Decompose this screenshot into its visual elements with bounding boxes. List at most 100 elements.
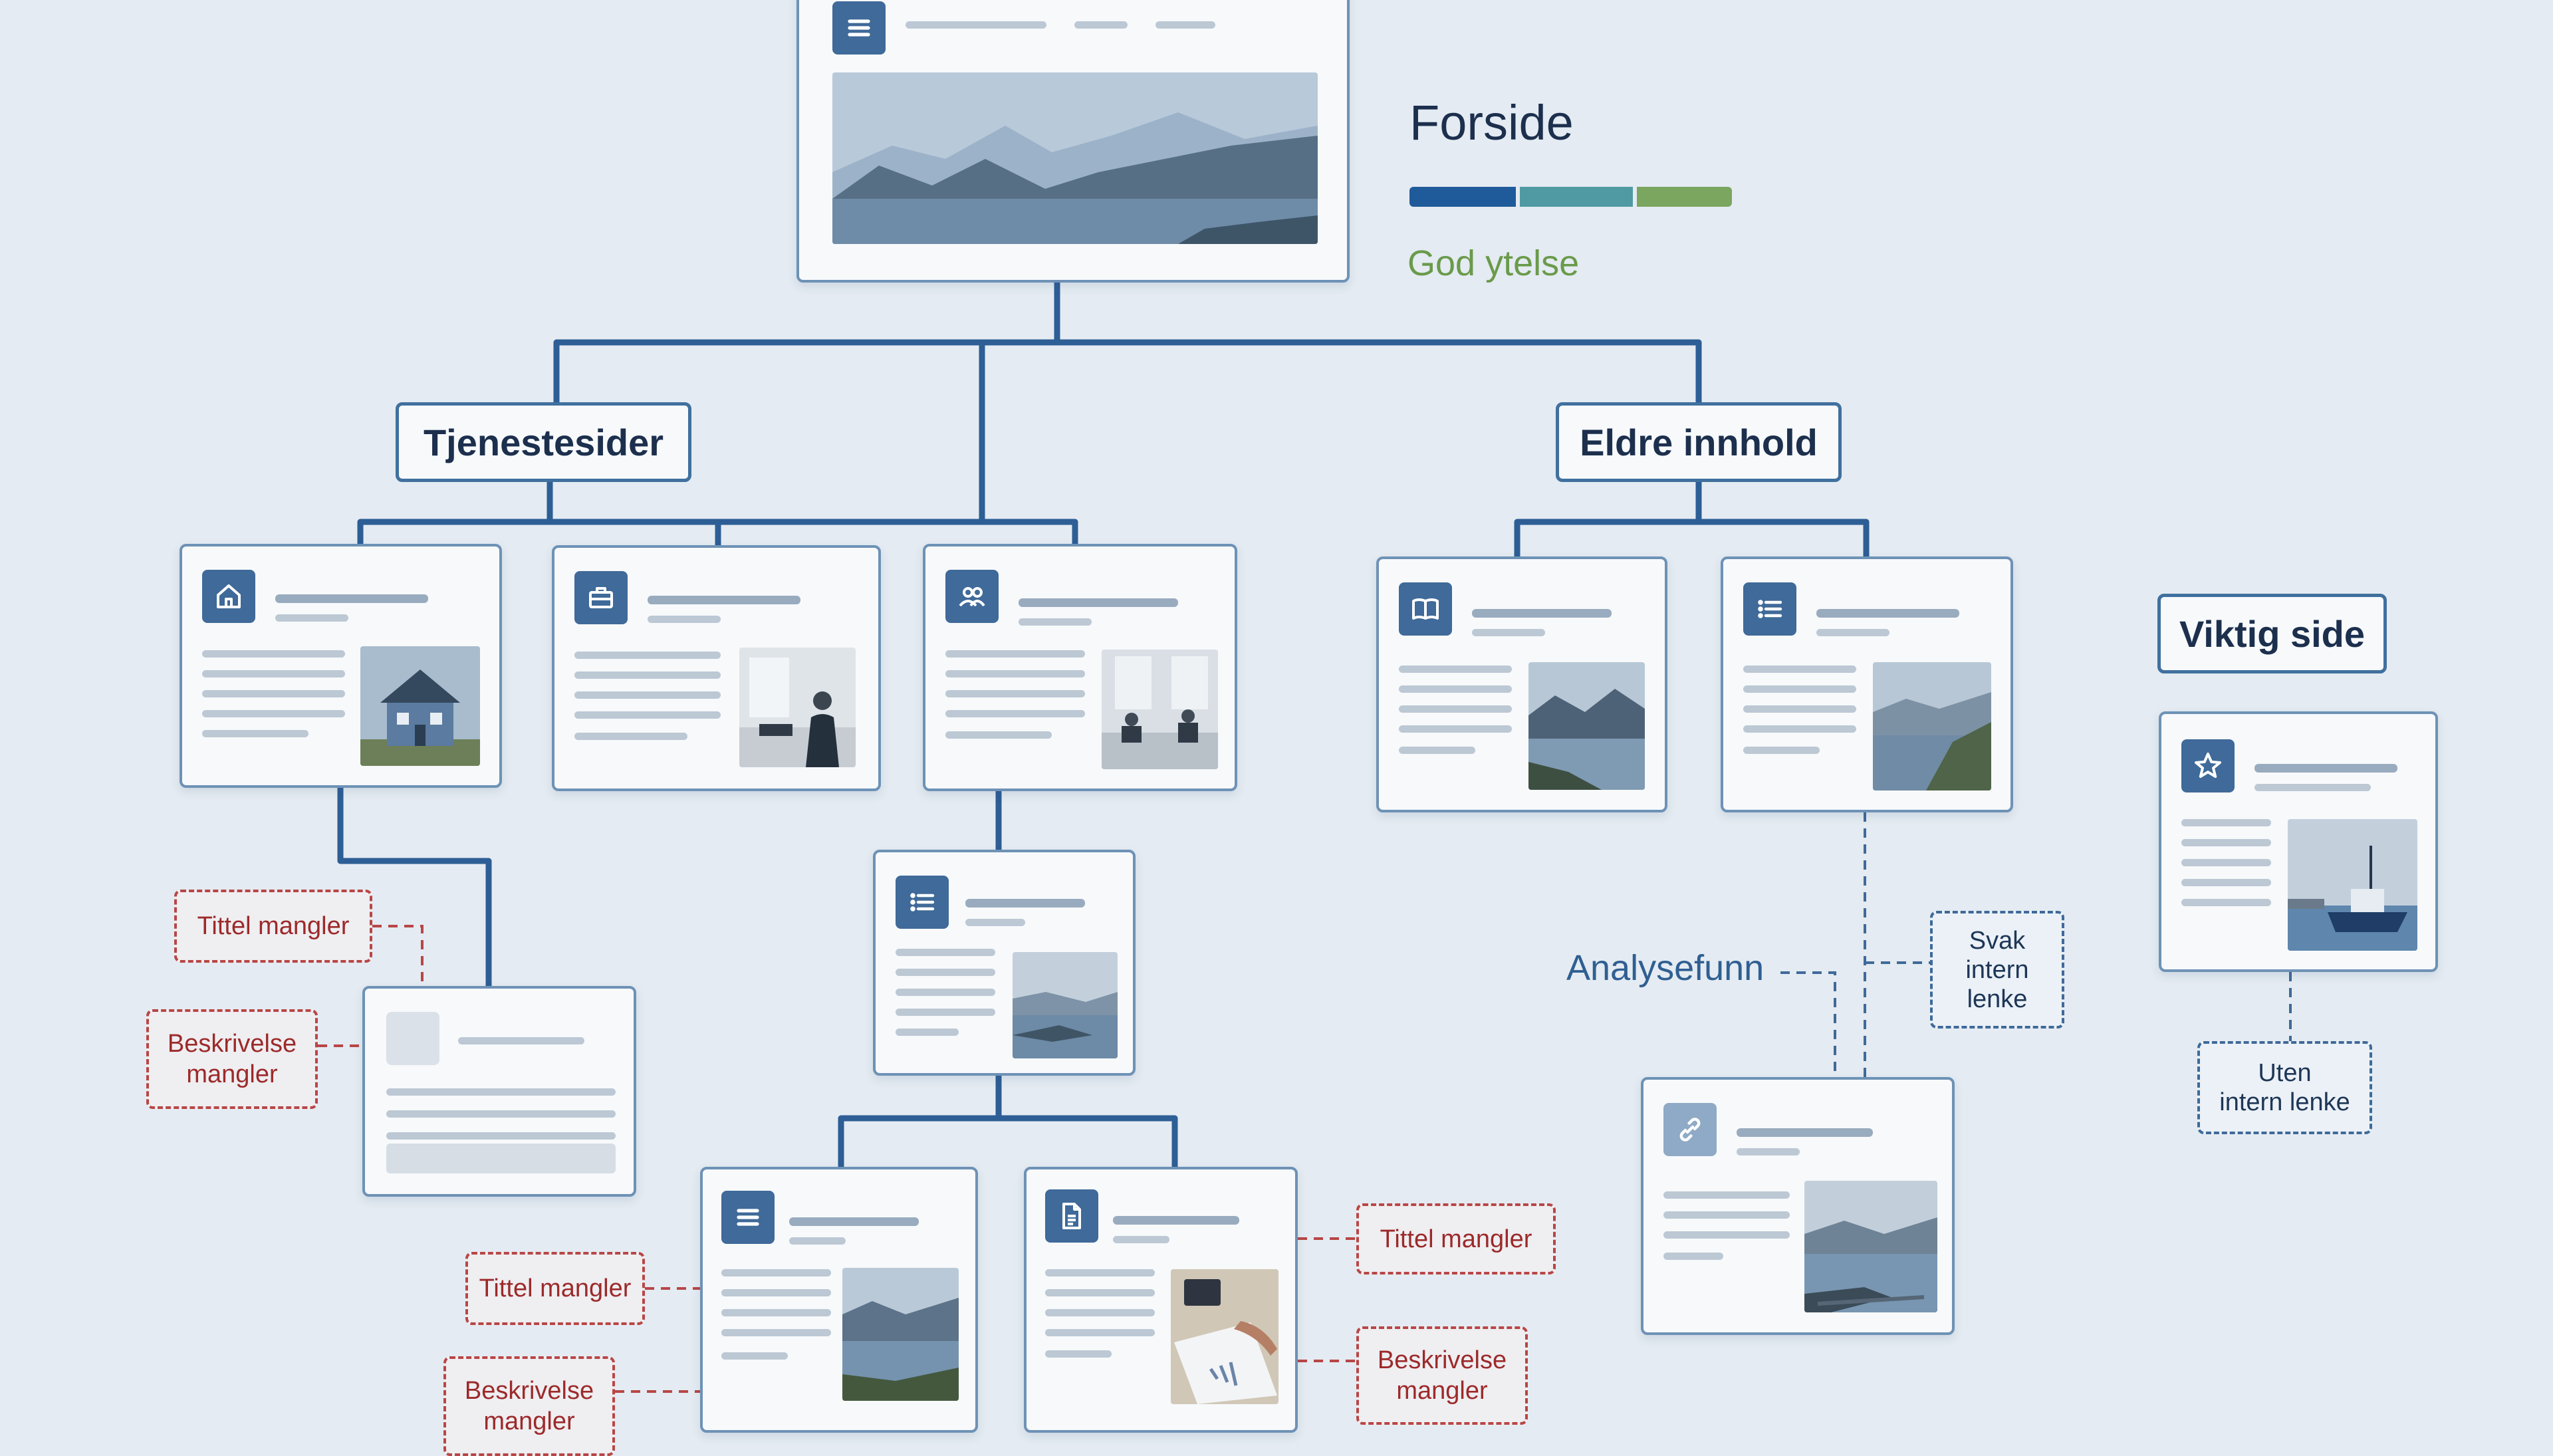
- leaf-page-card[interactable]: [700, 1167, 978, 1433]
- list-icon: [1743, 582, 1796, 636]
- older-page-card[interactable]: [1721, 556, 2013, 812]
- nav-placeholder: [1155, 21, 1215, 29]
- service-page-card[interactable]: [923, 544, 1237, 791]
- issue-text: mangler: [186, 1060, 278, 1088]
- leaf-page-card[interactable]: [1024, 1167, 1298, 1433]
- text-placeholder: [202, 730, 308, 737]
- service-page-card[interactable]: [552, 545, 881, 791]
- performance-segment: [1637, 187, 1732, 207]
- group-label-services[interactable]: Tjenestesider: [396, 402, 691, 482]
- coast-image: [1873, 662, 1991, 790]
- text-placeholder: [574, 733, 687, 740]
- title-placeholder: [1019, 598, 1178, 607]
- group-label-older[interactable]: Eldre innhold: [1556, 402, 1842, 482]
- text-placeholder: [2254, 784, 2371, 791]
- text-placeholder: [386, 1088, 616, 1096]
- fjord-image: [1013, 952, 1118, 1058]
- title-placeholder: [1472, 609, 1612, 618]
- title-placeholder: [965, 899, 1085, 908]
- house-icon: [202, 570, 255, 623]
- text-placeholder: [1743, 666, 1856, 673]
- text-placeholder: [202, 690, 345, 697]
- text-placeholder: [574, 711, 721, 719]
- lake-image: [842, 1268, 959, 1401]
- homepage-card[interactable]: [796, 0, 1350, 283]
- important-page-card[interactable]: [2159, 711, 2438, 972]
- text-placeholder: [721, 1352, 788, 1360]
- document-icon: [1045, 1189, 1098, 1243]
- title-placeholder: [458, 1037, 584, 1044]
- text-placeholder: [965, 919, 1025, 926]
- title-placeholder: [789, 1217, 919, 1226]
- text-placeholder: [1737, 1148, 1800, 1155]
- text-placeholder: [1816, 629, 1889, 636]
- service-page-card[interactable]: [180, 544, 502, 788]
- text-placeholder: [1663, 1191, 1790, 1199]
- text-placeholder: [1743, 705, 1856, 713]
- text-placeholder: [1019, 618, 1092, 626]
- text-placeholder: [721, 1329, 831, 1336]
- text-placeholder: [2181, 839, 2271, 846]
- performance-bar: [1409, 187, 1732, 207]
- text-placeholder: [1472, 629, 1545, 636]
- text-placeholder: [574, 652, 721, 659]
- text-placeholder: [896, 949, 995, 956]
- text-placeholder: [1743, 725, 1856, 733]
- text-placeholder: [1045, 1329, 1155, 1336]
- missing-metadata-page-card[interactable]: [362, 986, 636, 1197]
- text-placeholder: [1399, 666, 1512, 673]
- text-placeholder: [896, 1029, 959, 1036]
- issue-tag-missing-title: Tittel mangler: [1356, 1203, 1556, 1274]
- sub-page-card[interactable]: [873, 850, 1136, 1076]
- text-placeholder: [1663, 1211, 1790, 1219]
- issue-text: mangler: [1396, 1377, 1488, 1405]
- text-placeholder: [1045, 1289, 1155, 1296]
- menu-icon: [721, 1191, 775, 1244]
- text-placeholder: [1045, 1309, 1155, 1316]
- issue-text: Beskrivelse: [167, 1030, 297, 1058]
- text-placeholder: [574, 691, 721, 699]
- text-placeholder: [202, 650, 345, 658]
- text-placeholder: [896, 989, 995, 996]
- content-placeholder: [386, 1144, 616, 1173]
- menu-icon: [832, 1, 886, 55]
- text-placeholder: [386, 1132, 616, 1140]
- text-placeholder: [945, 650, 1085, 658]
- performance-segment: [1409, 187, 1516, 207]
- link-page-card[interactable]: [1641, 1077, 1955, 1335]
- text-placeholder: [945, 731, 1052, 739]
- house-image: [360, 646, 480, 766]
- older-page-card[interactable]: [1376, 556, 1667, 812]
- office-image: [739, 648, 856, 767]
- group-label-important[interactable]: Viktig side: [2157, 594, 2387, 673]
- text-placeholder: [1399, 685, 1512, 693]
- book-icon: [1399, 582, 1452, 636]
- issue-text: Beskrivelse: [1377, 1346, 1507, 1374]
- text-placeholder: [945, 710, 1085, 717]
- text-placeholder: [275, 614, 348, 622]
- issue-text: mangler: [483, 1407, 575, 1435]
- text-placeholder: [386, 1110, 616, 1118]
- text-placeholder: [1399, 725, 1512, 733]
- performance-segment: [1520, 187, 1633, 207]
- list-icon: [896, 876, 949, 929]
- text-placeholder: [574, 671, 721, 679]
- issue-tag-missing-title: Tittel mangler: [465, 1252, 645, 1325]
- text-placeholder: [721, 1309, 831, 1316]
- issue-tag-missing-description: Beskrivelse mangler: [1356, 1326, 1528, 1425]
- note-text: Svak: [1969, 926, 2026, 955]
- issue-text: Beskrivelse: [464, 1377, 594, 1405]
- note-text: Uten: [2258, 1059, 2312, 1087]
- title-placeholder: [1113, 1216, 1239, 1225]
- text-placeholder: [648, 616, 721, 623]
- title-placeholder: [648, 596, 800, 604]
- text-placeholder: [202, 670, 345, 677]
- homepage-title: Forside: [1409, 95, 1574, 150]
- text-placeholder: [896, 1009, 995, 1016]
- text-placeholder: [1743, 747, 1820, 754]
